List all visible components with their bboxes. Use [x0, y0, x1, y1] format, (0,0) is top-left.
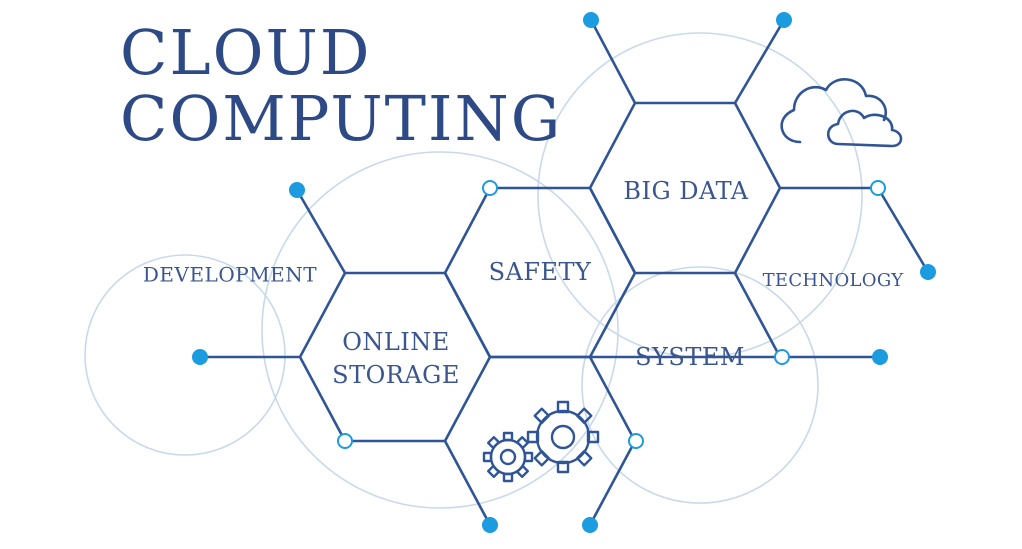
node-dot	[582, 517, 598, 533]
gears-icon	[482, 400, 600, 483]
label-storage: STORAGE	[332, 361, 460, 389]
label-online: ONLINE	[342, 328, 450, 356]
label-safety: SAFETY	[488, 258, 592, 286]
node-ring	[870, 180, 886, 196]
node-ring	[482, 180, 498, 196]
node-dot	[482, 517, 498, 533]
connector	[733, 18, 786, 105]
node-dot	[583, 12, 599, 28]
hex-gears	[488, 355, 637, 527]
connector	[589, 18, 637, 105]
label-development: DEVELOPMENT	[142, 262, 318, 287]
node-ring	[337, 433, 353, 449]
hex-gears-edge	[443, 439, 492, 527]
cloud-icon	[780, 78, 903, 148]
bg-circle	[84, 254, 286, 456]
connector	[295, 188, 347, 275]
label-big-data: BIG DATA	[623, 177, 749, 205]
label-system: SYSTEM	[635, 343, 745, 371]
hollow-dots	[337, 180, 886, 449]
connector	[876, 186, 930, 274]
filled-dots	[192, 12, 936, 533]
node-ring	[628, 433, 644, 449]
bg-circle	[581, 266, 819, 504]
bg-circle	[261, 151, 619, 509]
node-dot	[192, 349, 208, 365]
hex-grid	[198, 18, 930, 527]
label-technology: TECHNOLOGY	[762, 269, 904, 291]
title-cloud: CLOUD	[120, 16, 372, 89]
node-dot	[872, 349, 888, 365]
title-computing: COMPUTING	[120, 82, 563, 155]
node-ring	[774, 349, 790, 365]
node-dot	[920, 264, 936, 280]
node-dot	[289, 182, 305, 198]
hex-online-storage	[298, 271, 492, 443]
node-dot	[776, 12, 792, 28]
